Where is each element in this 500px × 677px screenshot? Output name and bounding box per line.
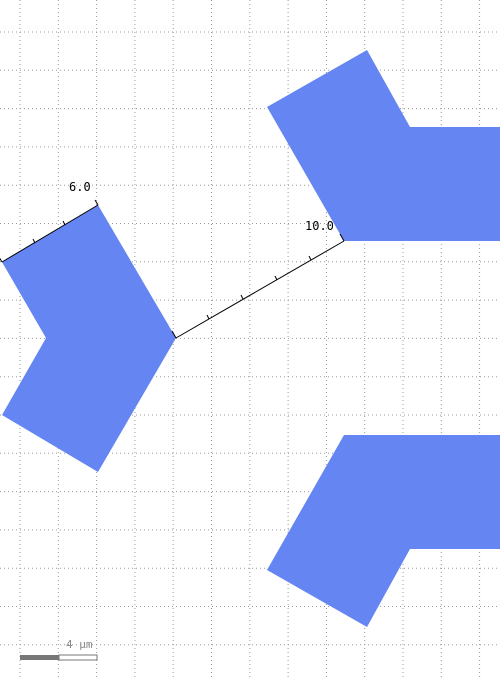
dimension-tick [274,275,278,281]
dimension-line [1,204,99,263]
dimension-tick [240,294,244,300]
scale-bar: 4 µm [20,638,98,661]
chevron-shape-top-right [267,50,500,241]
dimension-tick [32,238,36,244]
dimension-label-gap: 10.0 [305,219,334,233]
dimension-tick [206,314,210,320]
scale-bar-label: 4 µm [66,638,93,651]
dimension-short-edge: 6.0 [0,180,99,263]
dimension-label-short-edge: 6.0 [69,180,91,194]
dimension-tick [308,255,312,261]
dimension-extension [339,233,345,242]
dimension-extension [171,330,177,339]
dimension-tick [62,220,66,226]
scale-bar-light-segment [58,654,98,661]
dimension-gap: 10.0 [171,219,345,339]
dimension-extension [0,257,3,263]
chevron-shape-left [2,205,176,472]
chevron-shape-bottom-right [267,435,500,627]
scale-bar-dark-segment [20,655,59,660]
dimension-line [175,240,345,339]
dimension-extension [94,199,99,206]
